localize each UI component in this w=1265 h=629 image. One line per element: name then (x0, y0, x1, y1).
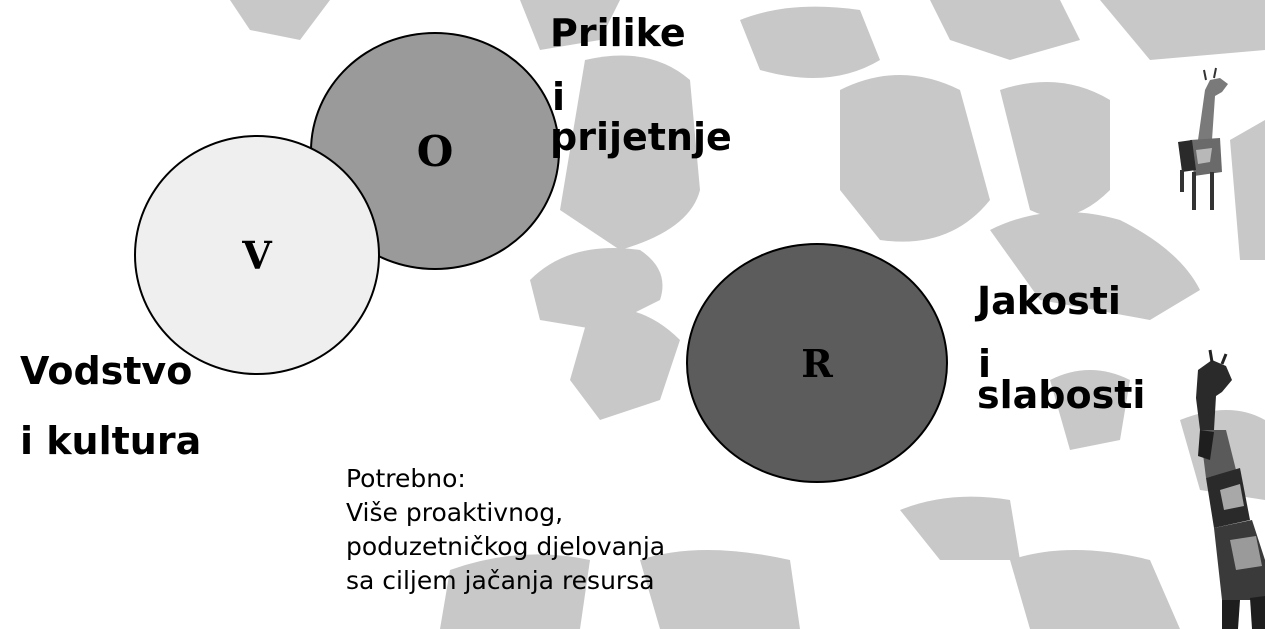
giraffe-large-illustration (1196, 349, 1265, 629)
background-spot (930, 0, 1080, 60)
circle-r-letter: R (801, 340, 833, 386)
background-spot (440, 554, 590, 629)
giraffe-small-illustration (1178, 67, 1228, 210)
background-spot (640, 550, 800, 629)
background-spot (230, 0, 330, 40)
circle-v-letter: V (242, 232, 272, 278)
circle-v: V (134, 135, 380, 375)
label-prilike-line3: prijetnje (550, 115, 732, 159)
background-spot (570, 308, 680, 420)
circle-o-letter: O (416, 126, 454, 176)
note-line: sa ciljem jačanja resursa (346, 566, 655, 595)
label-jakosti-line2: i (978, 342, 992, 386)
circle-r: R (686, 243, 948, 483)
background-spot (1100, 0, 1265, 60)
label-prilike-line1: Prilike (550, 11, 686, 55)
background-spot (530, 248, 663, 330)
background-spot (1010, 550, 1180, 629)
label-prilike-line2: i (552, 75, 566, 119)
note-line: poduzetničkog djelovanja (346, 532, 666, 561)
label-vodstvo-line2: i kultura (20, 419, 202, 463)
background-spot (520, 0, 620, 50)
label-vodstvo-line1: Vodstvo (20, 349, 193, 393)
background-spot (1230, 120, 1265, 260)
background-spot (900, 496, 1020, 560)
background-spot (1050, 370, 1130, 450)
note-line: Više proaktivnog, (346, 498, 564, 527)
background-spot (740, 6, 880, 79)
background-spot (560, 55, 700, 250)
background-spot (990, 212, 1200, 320)
background-spot (840, 75, 990, 242)
label-jakosti-line3: slabosti (977, 373, 1146, 417)
note-text: Potrebno: Više proaktivnog, poduzetničko… (346, 462, 665, 598)
note-line: Potrebno: (346, 464, 466, 493)
background-spot (1000, 82, 1110, 217)
label-jakosti-line1: Jakosti (977, 279, 1121, 323)
